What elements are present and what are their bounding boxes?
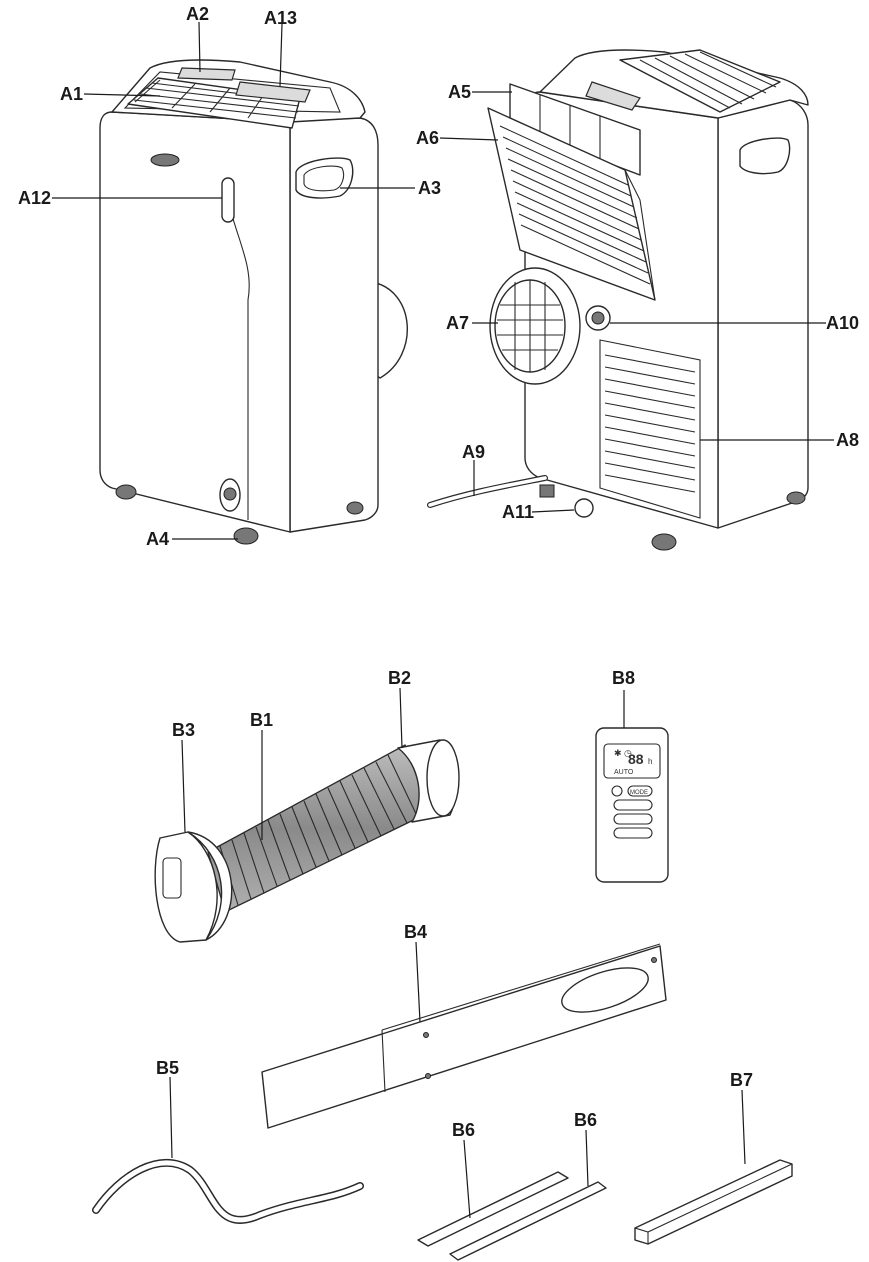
remote-display-unit: h	[648, 757, 652, 766]
remote-display-digits: 88	[628, 751, 644, 767]
lower-grille-A8	[599, 339, 701, 519]
unit-front-view	[99, 59, 409, 545]
exhaust-outlet-A7	[489, 267, 581, 385]
label-b8: B8	[612, 668, 635, 688]
label-a5: A5	[448, 82, 471, 102]
label-b1: B1	[250, 710, 273, 730]
label-a13: A13	[264, 8, 297, 28]
label-b5: B5	[156, 1058, 179, 1078]
label-a11: A11	[502, 502, 534, 522]
foam-block-B7	[634, 1159, 793, 1245]
remote-auto-label: AUTO	[614, 769, 634, 776]
label-b7: B7	[730, 1070, 753, 1090]
label-a8: A8	[836, 430, 859, 450]
label-b6-left: B6	[452, 1120, 475, 1140]
label-a4: A4	[146, 529, 169, 549]
strips-B6	[417, 1171, 607, 1261]
unit-rear-view	[427, 49, 809, 551]
label-b4: B4	[404, 922, 427, 942]
label-a3: A3	[418, 178, 441, 198]
label-a2: A2	[186, 4, 209, 24]
rear-top-grille	[619, 49, 781, 113]
label-a10: A10	[826, 313, 859, 333]
label-a12: A12	[18, 188, 51, 208]
remote-control-B8: ✱ ◷ 88 h AUTO MODE	[595, 727, 669, 883]
label-a1: A1	[60, 84, 83, 104]
leader-lines	[52, 21, 834, 1219]
window-kit-B4	[261, 943, 667, 1129]
label-a9: A9	[462, 442, 485, 462]
callout-labels: A1 A2 A13 A12 A3 A4 A5 A6 A7 A10 A8 A9 A…	[18, 4, 859, 1140]
svg-text:✱ ◷: ✱ ◷	[614, 748, 632, 758]
remote-mode-label: MODE	[630, 790, 648, 796]
label-b3: B3	[172, 720, 195, 740]
top-grille	[127, 77, 301, 129]
label-a6: A6	[416, 128, 439, 148]
rear-grille-A6	[487, 107, 656, 301]
label-b6-right: B6	[574, 1110, 597, 1130]
label-b2: B2	[388, 668, 411, 688]
label-a7: A7	[446, 313, 469, 333]
exhaust-hose-assembly	[154, 739, 460, 943]
